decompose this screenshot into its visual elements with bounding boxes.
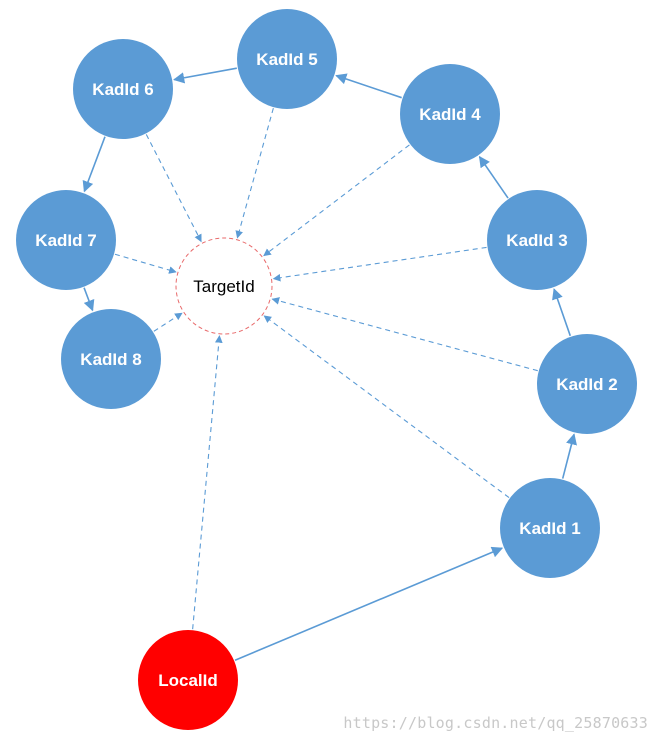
target-node: TargetId [175, 237, 273, 335]
watermark: https://blog.csdn.net/qq_25870633 [343, 714, 648, 732]
kad-node-2: KadId 2 [537, 334, 637, 434]
kad-node-7: KadId 7 [16, 190, 116, 290]
solid-edges [82, 67, 577, 661]
kad-node-6-label: KadId 6 [92, 80, 153, 99]
kad-node-3: KadId 3 [487, 190, 587, 290]
kad-node-1: KadId 1 [500, 478, 600, 578]
solid-edge-k2-to-k3 [552, 288, 572, 337]
dashed-edges [114, 107, 538, 630]
kad-node-3-label: KadId 3 [506, 231, 567, 250]
local-node: LocalId [138, 630, 238, 730]
kad-node-5-label: KadId 5 [256, 50, 317, 69]
dashed-edge-k8-to-target [153, 312, 183, 332]
solid-edge-k3-to-k4 [478, 155, 509, 199]
dashed-edge-k5-to-target [235, 107, 274, 239]
dashed-edge-k2-to-target [271, 297, 538, 372]
kad-node-5-circle [237, 9, 337, 109]
solid-edge-k5-to-k6 [173, 67, 237, 84]
kad-node-7-label: KadId 7 [35, 231, 96, 250]
solid-edge-k4-to-k5 [335, 73, 402, 99]
target-node-circle [175, 237, 273, 335]
kad-node-6: KadId 6 [73, 39, 173, 139]
kad-node-4-circle [400, 64, 500, 164]
kad-node-4-label: KadId 4 [419, 105, 481, 124]
dashed-edge-k7-to-target [114, 253, 177, 274]
kad-node-2-label: KadId 2 [556, 375, 617, 394]
local-node-label: LocalId [158, 671, 218, 690]
kad-node-1-circle [500, 478, 600, 578]
solid-edge-k1-to-k2 [561, 433, 577, 479]
dashed-edge-k6-to-target [145, 134, 202, 243]
kad-node-2-circle [537, 334, 637, 434]
kad-node-8-label: KadId 8 [80, 350, 141, 369]
kad-node-4: KadId 4 [400, 64, 500, 164]
kad-node-6-circle [73, 39, 173, 139]
kad-node-5: KadId 5 [237, 9, 337, 109]
dashed-edge-local-to-target [192, 335, 223, 630]
kad-node-8-circle [61, 309, 161, 409]
solid-edge-local-to-k1 [234, 546, 504, 661]
dashed-edge-k1-to-target [263, 315, 510, 499]
local-node-circle [138, 630, 238, 730]
kad-node-1-label: KadId 1 [519, 519, 580, 538]
target-node-label: TargetId [193, 277, 254, 296]
dashed-edge-k4-to-target [263, 144, 410, 257]
kad-node-3-circle [487, 190, 587, 290]
kad-node-7-circle [16, 190, 116, 290]
solid-edge-k7-to-k8 [83, 287, 95, 312]
solid-edge-k6-to-k7 [82, 136, 106, 193]
dashed-edge-k3-to-target [272, 246, 487, 282]
kad-node-8: KadId 8 [61, 309, 161, 409]
